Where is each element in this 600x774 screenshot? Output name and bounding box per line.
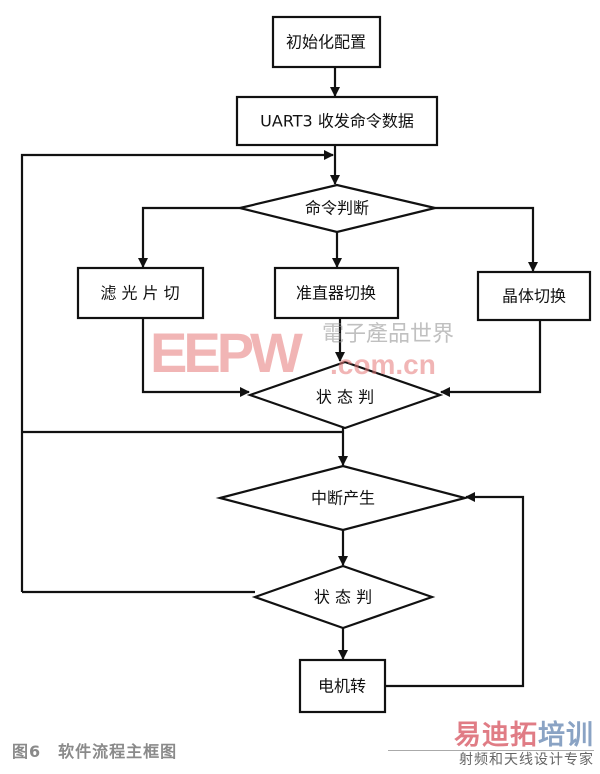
- motor-label: 电机转: [318, 677, 366, 696]
- logo-part1: 易迪拓: [454, 720, 538, 751]
- uart-box: [235, 95, 439, 147]
- crystal-box: [476, 270, 592, 322]
- collimator-box: [273, 266, 400, 320]
- interrupt-label: 中断产生: [311, 489, 375, 508]
- crystal-label: 晶体切换: [502, 287, 566, 306]
- filter-label: 滤 光 片 切: [100, 284, 179, 303]
- filter-box: [76, 266, 205, 320]
- state1-diamond: [246, 360, 444, 430]
- init-label: 初始化配置: [286, 33, 366, 52]
- loop-back-line: [20, 150, 334, 592]
- interrupt-diamond: [215, 464, 470, 532]
- arrow-cmd-crystal: [435, 206, 538, 272]
- logo-part2: 培训: [538, 720, 594, 751]
- edatop-logo: 易迪拓培训 射频和天线设计专家: [388, 722, 594, 769]
- state1-label: 状 态 判: [316, 388, 374, 407]
- arrow-cmd-filter: [138, 206, 240, 268]
- cmd-decision-label: 命令判断: [305, 199, 369, 218]
- arrow-motor-interrupt: [385, 492, 525, 688]
- connectors: [20, 67, 542, 688]
- arrow-crystal-state: [440, 320, 542, 397]
- figure-caption: 图6 软件流程主框图: [12, 742, 178, 761]
- logo-subtitle: 射频和天线设计专家: [388, 750, 594, 769]
- collimator-label: 准直器切换: [296, 284, 376, 303]
- uart-label: UART3 收发命令数据: [260, 112, 414, 131]
- motor-box: [298, 658, 387, 714]
- init-box: [271, 15, 382, 69]
- cmd-decision-diamond: [239, 183, 436, 234]
- arrow-filter-state: [141, 318, 250, 397]
- state2-label: 状 态 判: [314, 588, 372, 607]
- state2-diamond: [251, 564, 436, 630]
